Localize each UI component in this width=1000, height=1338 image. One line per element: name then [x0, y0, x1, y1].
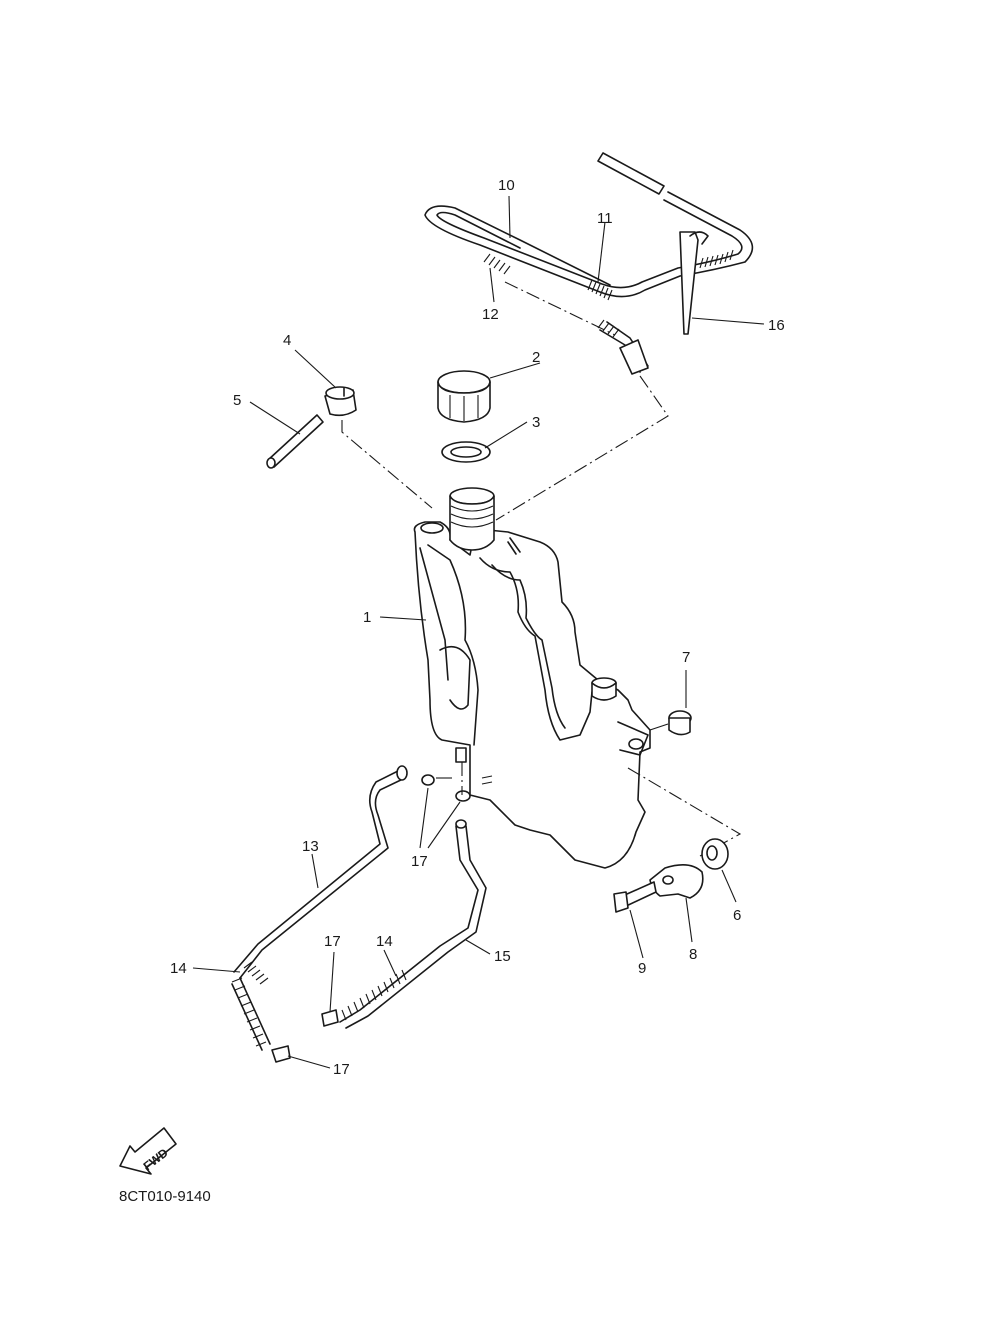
callout-8: 8	[689, 946, 697, 963]
fitting-4	[324, 386, 357, 417]
pipe-5	[266, 414, 324, 469]
breather-hose-assembly	[424, 152, 754, 521]
spring-14-left	[231, 977, 271, 1051]
callout-14-left: 14	[170, 960, 187, 977]
callout-17-mid: 17	[324, 933, 341, 950]
clip-17-lower	[271, 1045, 291, 1063]
radiator-cap-2	[437, 370, 491, 423]
callout-11: 11	[597, 210, 613, 227]
reservoir-tank-1	[413, 487, 651, 869]
spring-12	[483, 253, 511, 275]
hose-13	[233, 765, 408, 985]
collar-7	[649, 710, 692, 736]
callout-12: 12	[482, 306, 499, 323]
callout-7: 7	[682, 649, 690, 666]
clip-17-upper	[421, 762, 471, 802]
clip-17-mid	[321, 1009, 339, 1027]
breather-pipe-segment	[597, 152, 665, 195]
figure-code: 8CT010-9140	[119, 1188, 211, 1205]
callout-17-upper: 17	[411, 853, 428, 870]
callout-15: 15	[494, 948, 511, 965]
callout-10: 10	[498, 177, 515, 194]
callout-6: 6	[733, 907, 741, 924]
fwd-arrow-icon: FWD	[119, 1127, 177, 1175]
callout-1: 1	[363, 609, 371, 626]
callout-4: 4	[283, 332, 291, 349]
callout-16: 16	[768, 317, 785, 334]
band-16	[679, 231, 699, 335]
callout-2: 2	[532, 349, 540, 366]
callout-9: 9	[638, 960, 646, 977]
callout-17-lower: 17	[333, 1061, 350, 1078]
callout-13: 13	[302, 838, 319, 855]
callout-5: 5	[233, 392, 241, 409]
leader-lines	[192, 195, 765, 1069]
spring-11	[587, 249, 734, 301]
callout-3: 3	[532, 414, 540, 431]
grommet-6	[701, 838, 729, 870]
callout-14-mid: 14	[376, 933, 393, 950]
clamp-8	[649, 864, 704, 899]
bolt-9	[613, 881, 657, 913]
hose-15	[339, 819, 487, 1029]
callout-numbers: 1 2 3 4 5 6 7 8 9 10 11 12 13 14 14 15 1…	[170, 177, 785, 1078]
hose-10	[424, 191, 754, 298]
gasket-3	[441, 441, 491, 463]
